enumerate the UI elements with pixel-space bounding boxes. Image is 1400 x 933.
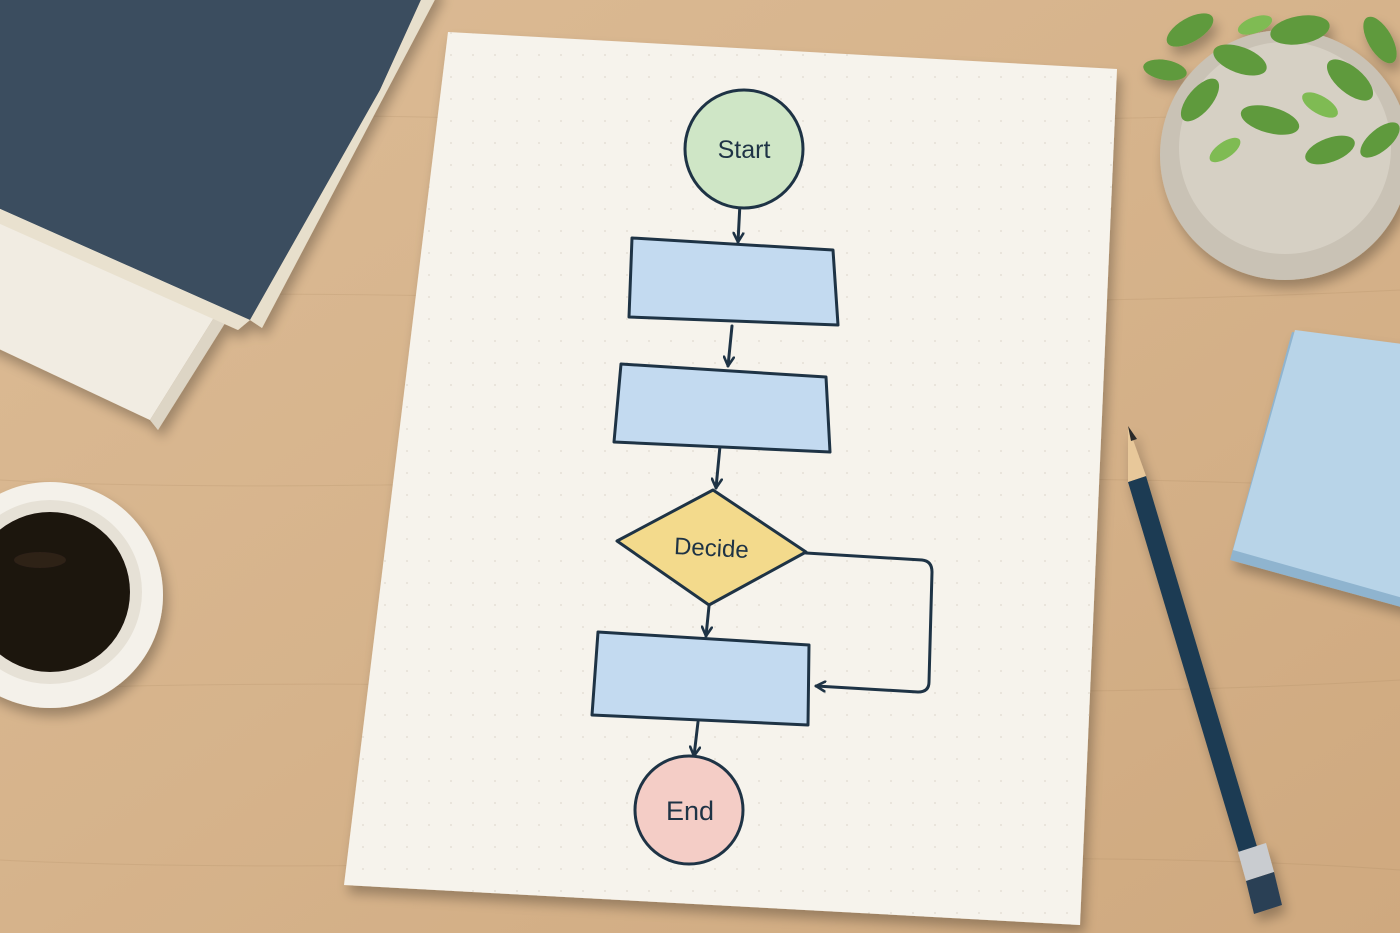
decision-label: Decide [673,533,749,564]
process-box-1 [627,236,840,327]
coffee-mug [0,482,163,708]
flowchart-paper [344,32,1117,925]
edge-step1-to-step2 [728,324,732,368]
pencil [1128,426,1282,914]
start-node-label: Start [718,136,771,164]
edge-step3-to-end [694,720,698,758]
edge-start-to-step1 [738,201,740,244]
potted-plant [1143,13,1400,280]
edge-decide-to-step3 [706,604,709,638]
edge-decide-loop-to-step3 [804,551,934,694]
process-box-2 [612,362,832,454]
flowchart [590,88,934,866]
notebook-stack [0,0,435,430]
start-node [683,88,805,210]
decision-diamond [615,488,808,607]
process-box-3 [590,630,811,727]
end-node [633,754,745,866]
end-node-label: End [666,796,714,826]
sticky-note-pad [1230,330,1400,607]
edge-step2-to-decide [716,444,720,490]
